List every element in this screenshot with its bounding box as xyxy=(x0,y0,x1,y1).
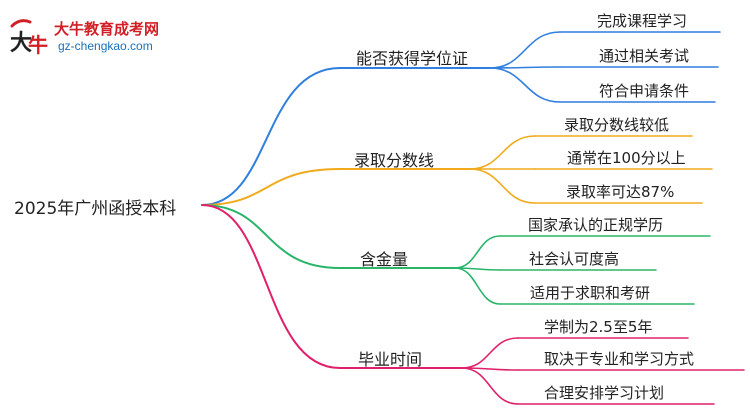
leaf-depends-on-major: 取决于专业和学习方式 xyxy=(544,350,695,368)
connector-branch-0-leaf-0 xyxy=(489,31,561,69)
leaf-admission-rate: 录取率可达87% xyxy=(566,183,675,201)
site-logo[interactable]: 大 牛 大牛教育成考网 gz-chengkao.com xyxy=(6,14,186,60)
connector-root-branch-2 xyxy=(201,204,341,269)
connector-branch-3-leaf-0 xyxy=(461,337,519,369)
connector-branch-2-leaf-0 xyxy=(454,235,501,269)
connector-branch-0-leaf-1 xyxy=(489,66,561,69)
svg-text:牛: 牛 xyxy=(28,33,48,56)
leaf-complete-courses: 完成课程学习 xyxy=(597,12,688,30)
svg-text:大: 大 xyxy=(10,30,32,56)
leaf-social-recognition: 社会认可度高 xyxy=(529,250,620,268)
leaf-meet-requirements: 符合申请条件 xyxy=(599,82,690,100)
logo-title: 大牛教育成考网 xyxy=(54,20,160,38)
branch-cutoff-score: 录取分数线 xyxy=(354,151,435,170)
leaf-plan-study: 合理安排学习计划 xyxy=(544,384,665,402)
branch-degree: 能否获得学位证 xyxy=(356,49,469,68)
leaf-job-and-exam: 适用于求职和考研 xyxy=(530,284,651,302)
connector-branch-0-leaf-2 xyxy=(489,67,561,103)
connector-root-branch-1 xyxy=(201,168,341,206)
logo-url: gz-chengkao.com xyxy=(58,39,153,53)
connector-branch-1-leaf-2 xyxy=(469,168,536,204)
leaf-above-100: 通常在100分以上 xyxy=(567,149,686,167)
connector-branch-2-leaf-2 xyxy=(454,267,501,305)
root-topic: 2025年广州函授本科 xyxy=(14,199,177,219)
leaf-pass-exams: 通过相关考试 xyxy=(599,47,690,65)
connector-root-branch-3 xyxy=(201,204,341,369)
leaf-recognized-degree: 国家承认的正规学历 xyxy=(528,216,664,234)
leaf-duration: 学制为2.5至5年 xyxy=(544,318,653,336)
connector-branch-1-leaf-0 xyxy=(469,135,536,170)
bull-logo-icon: 大 牛 xyxy=(10,19,48,56)
connector-branch-3-leaf-2 xyxy=(461,367,519,405)
branch-graduation-time: 毕业时间 xyxy=(358,350,423,369)
branch-value: 含金量 xyxy=(360,250,409,269)
connector-root-branch-0 xyxy=(201,67,341,206)
leaf-low-cutoff: 录取分数线较低 xyxy=(564,116,670,134)
